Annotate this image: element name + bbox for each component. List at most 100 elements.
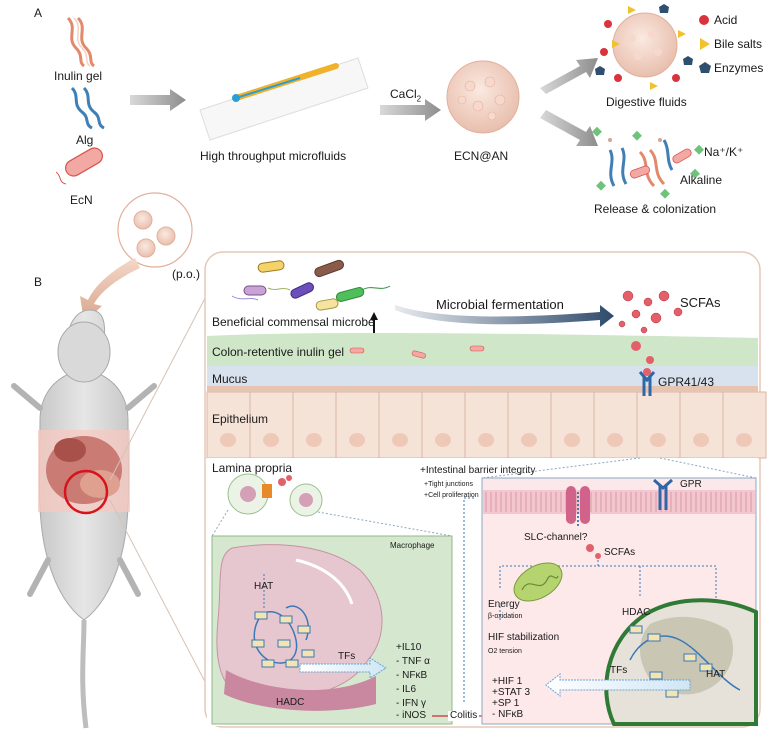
mitochondrion: [513, 562, 563, 602]
barrier-item-2: +Cell proliferation: [424, 492, 479, 499]
alg-icon: [70, 86, 105, 130]
cytokine-1: +IL10: [396, 642, 422, 653]
cell-nucleus: [650, 433, 666, 447]
factor-3: +SP 1: [492, 698, 520, 709]
energy-label: Energy: [488, 599, 520, 610]
gpr-label: GPR: [680, 479, 702, 490]
arrow-to-release: [540, 110, 598, 146]
gpr4143-label: GPR41/43: [658, 375, 715, 389]
cacl2-label: CaCl2: [390, 87, 422, 104]
inulin-gel-label: Inulin gel: [54, 69, 103, 83]
legend-enzyme-icon: [699, 62, 711, 73]
microbe-label: Beneficial commensal microbe: [212, 315, 375, 329]
cell-nucleus: [306, 433, 322, 447]
lamina-label: Lamina propria: [212, 461, 293, 475]
release-label: Release & colonization: [594, 202, 717, 216]
digestive-fluids-label: Digestive fluids: [606, 95, 687, 109]
legend-enzyme-label: Enzymes: [714, 61, 764, 75]
beta-oxidation-label: β-oxidation: [488, 613, 523, 620]
ecn-an-microsphere: [446, 60, 520, 134]
macrophage-tfs-arrow: [299, 657, 387, 679]
factor-2: +STAT 3: [492, 687, 531, 698]
epithelial-cell: [636, 391, 681, 459]
arrow-to-ecn-an: [380, 99, 441, 121]
cell-nucleus: [220, 433, 236, 447]
cell-tfs-label: TFs: [610, 665, 628, 676]
legend-acid-label: Acid: [714, 13, 738, 27]
cell-nucleus: [521, 433, 537, 447]
legend-acid-icon: [699, 15, 709, 25]
cell-nucleus: [349, 433, 365, 447]
legend-bile-icon: [700, 38, 710, 50]
membrane-lipids: [485, 492, 752, 512]
panel-a-label: A: [34, 6, 43, 20]
legend-bile-label: Bile salts: [714, 37, 763, 51]
inulin-gel-icon: [66, 16, 95, 68]
hdac-label: HDAC: [622, 607, 651, 618]
macrophage-label: Macrophage: [390, 541, 435, 550]
epithelial-cell: [593, 391, 638, 459]
ecn-an-label: ECN@AN: [454, 149, 509, 163]
macrophage-tfs-label: TFs: [338, 651, 356, 662]
epithelial-cell: [292, 391, 337, 459]
gpr41-43-receptor: [638, 368, 656, 396]
nucleosomes-cell: [629, 625, 713, 698]
fermentation-arrow: [395, 305, 614, 327]
cell-nucleus: [435, 433, 451, 447]
release-colonization-icon: [592, 126, 704, 199]
epithelial-cell: [378, 391, 423, 459]
epithelial-cell: [421, 391, 466, 459]
digestive-sphere: [612, 12, 678, 78]
epithelium-label: Epithelium: [212, 412, 269, 426]
epithelial-cell: [679, 391, 724, 459]
colitis-label: Colitis: [448, 710, 480, 721]
nucleosomes-macrophage: [251, 611, 315, 668]
epithelial-cell: [507, 391, 552, 459]
barrier-item-1: +Tight junctions: [424, 481, 473, 488]
slc-channel: [566, 486, 590, 526]
cell-nucleus: [693, 433, 709, 447]
mucus-label: Mucus: [212, 372, 248, 386]
cell-nucleus: [564, 433, 580, 447]
arrow-to-digestive: [540, 58, 598, 94]
arrow-to-microfluidics: [130, 89, 186, 111]
cell-nucleus: [736, 433, 752, 447]
hif-stabilization-label: HIF stabilization: [488, 632, 560, 643]
epithelial-cell: [335, 391, 380, 459]
oral-label: (p.o.): [172, 267, 201, 281]
fermentation-label: Microbial fermentation: [436, 297, 564, 312]
oral-arrow: [80, 258, 140, 322]
cell-tfs-arrow: [545, 672, 691, 698]
ecn-label: EcN: [70, 193, 93, 207]
epithelial-cell: [464, 391, 509, 459]
mouse-illustration: [11, 309, 157, 729]
gpr-receptor: [653, 478, 673, 510]
alg-label: Alg: [76, 133, 94, 147]
epithelial-cell: [550, 391, 595, 459]
microbes-top: [231, 259, 391, 311]
slc-label: SLC-channel?: [524, 532, 588, 543]
cell-nucleus: [607, 433, 623, 447]
cytokine-4: - IL6: [396, 684, 417, 695]
cell-nucleus: [263, 433, 279, 447]
gel-layer-label: Colon-retentive inulin gel: [212, 345, 345, 359]
lamina-cells: [227, 473, 323, 517]
barrier-title: +Intestinal barrier integrity: [420, 465, 536, 476]
scfas-cell-label: SCFAs: [604, 547, 636, 558]
scfas-top-label: SCFAs: [680, 295, 721, 310]
cell-nucleus: [392, 433, 408, 447]
macrophage-hadc-label: HADC: [276, 697, 305, 708]
epithelial-cell: [722, 391, 767, 459]
cytokine-6: - iNOS: [396, 710, 426, 721]
ions-label: Na⁺/K⁺: [704, 145, 744, 159]
o2-tension-label: O2 tension: [488, 648, 522, 655]
microfluidics-label: High throughput microfluids: [200, 149, 347, 163]
oral-dose-circle: [117, 192, 193, 268]
cell-hat-label: HAT: [706, 669, 726, 680]
cytokine-5: - IFN γ: [396, 698, 426, 709]
epithelial-cells: [206, 391, 767, 459]
microfluidic-chip-icon: [199, 57, 369, 141]
ecn-bacterium-icon: [55, 147, 103, 185]
scfa-dots-top: [618, 290, 683, 334]
cytokine-3: - NFκB: [396, 670, 428, 681]
